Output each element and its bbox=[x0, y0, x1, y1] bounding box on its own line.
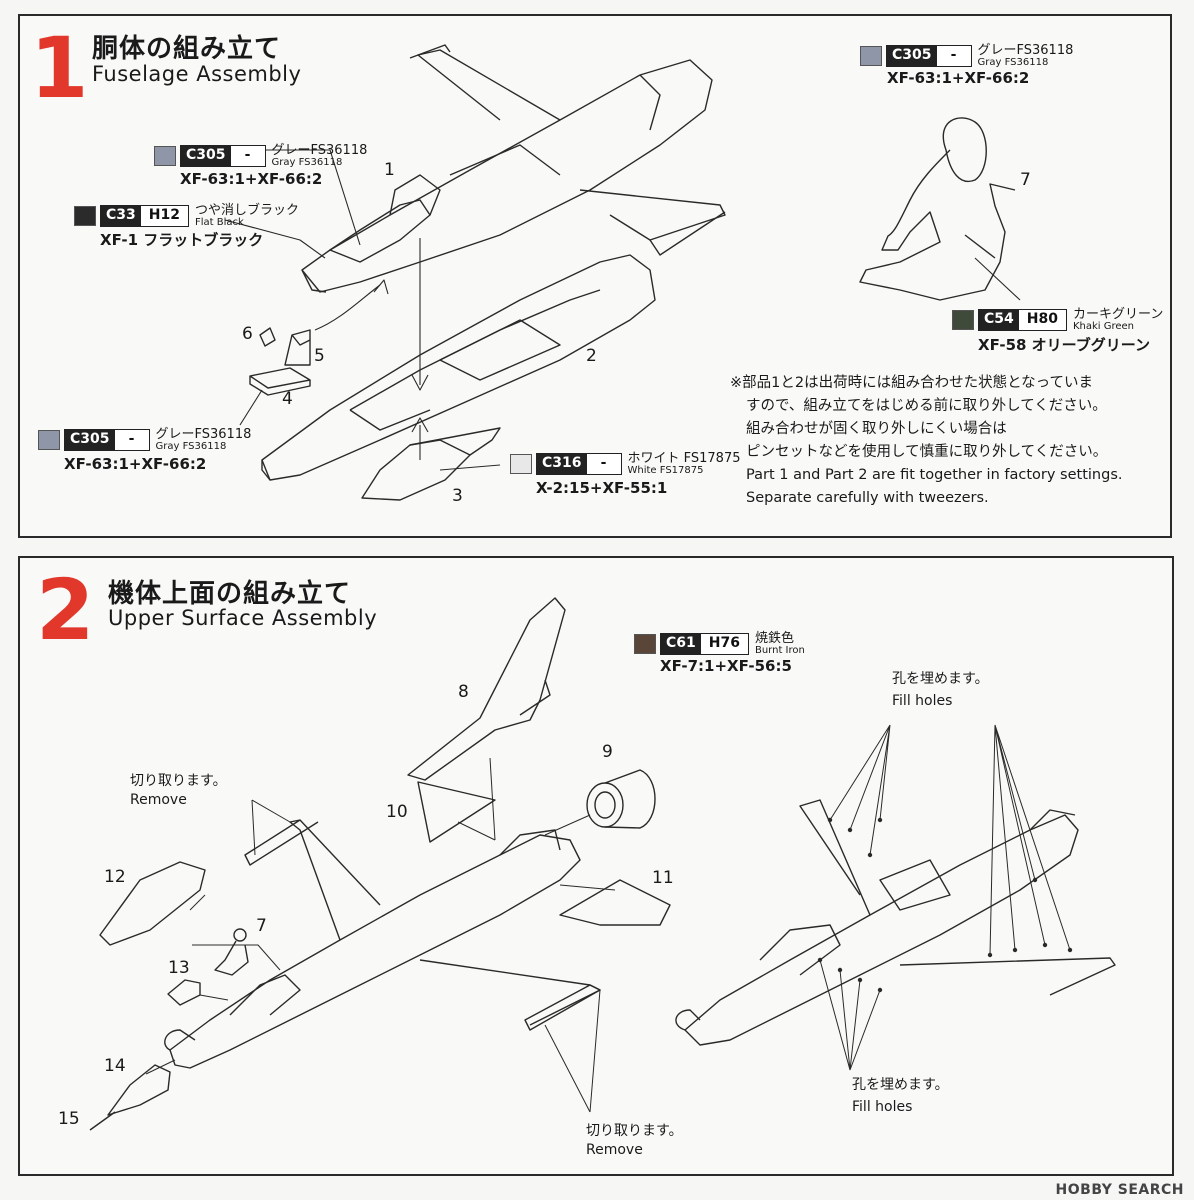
paint-code: C33 bbox=[101, 206, 141, 226]
step1-note: ※部品1と2は出荷時には組み合わせた状態となっていま すので、組み立てをはじめる… bbox=[730, 372, 1123, 510]
paint-mix: XF-63:1+XF-66:2 bbox=[887, 69, 1030, 87]
step2-panel bbox=[18, 556, 1174, 1176]
fill-holes-label-lower: 孔を埋めます。 Fill holes bbox=[852, 1076, 949, 1117]
step2-title-ja: 機体上面の組み立て bbox=[108, 579, 352, 609]
step1-number: 1 bbox=[30, 19, 89, 117]
remove-label-lower: 切り取ります。 Remove bbox=[586, 1122, 683, 1160]
part-number-11: 11 bbox=[652, 868, 674, 888]
part-number-6: 6 bbox=[242, 324, 253, 344]
part-number-8: 8 bbox=[458, 682, 469, 702]
part-number-4: 4 bbox=[282, 389, 293, 409]
paint-swatch bbox=[860, 46, 882, 66]
fill-holes-label-en: Fill holes bbox=[852, 1099, 913, 1115]
paint-code: C305 bbox=[181, 146, 231, 166]
remove-label-ja: 切り取ります。 bbox=[130, 773, 227, 789]
part-number-2: 2 bbox=[586, 346, 597, 366]
paint-swatch bbox=[38, 430, 60, 450]
paint-name-ja: グレーFS36118 bbox=[977, 43, 1074, 58]
paint-alt-code: H76 bbox=[700, 634, 748, 654]
part-number-7-step2: 7 bbox=[256, 916, 267, 936]
step2-number: 2 bbox=[36, 561, 95, 659]
part-number-12: 12 bbox=[104, 867, 126, 887]
paint-name-ja: 焼鉄色 bbox=[754, 631, 794, 646]
paint-name-en: Burnt Iron bbox=[754, 645, 805, 656]
remove-label-en: Remove bbox=[130, 792, 187, 808]
paint-swatch bbox=[510, 454, 532, 474]
paint-swatch bbox=[634, 634, 656, 654]
note-line-en: Part 1 and Part 2 are fit together in fa… bbox=[746, 467, 1123, 483]
part-number-13: 13 bbox=[168, 958, 190, 978]
paint-mix: X-2:15+XF-55:1 bbox=[536, 479, 668, 497]
note-line-ja: ピンセットなどを使用して慎重に取り外してください。 bbox=[746, 444, 1108, 460]
fill-holes-label-en: Fill holes bbox=[892, 693, 953, 709]
part-number-10: 10 bbox=[386, 802, 408, 822]
paint-alt-code: - bbox=[114, 430, 149, 450]
paint-alt-code: - bbox=[586, 454, 621, 474]
paint-swatch bbox=[952, 310, 974, 330]
part-number-1: 1 bbox=[384, 160, 395, 180]
paint-name-ja: ホワイト FS17875 bbox=[627, 451, 741, 466]
paint-alt-code: - bbox=[230, 146, 265, 166]
paint-name-ja: カーキグリーン bbox=[1072, 307, 1164, 322]
paint-name-ja: グレーFS36118 bbox=[155, 427, 252, 442]
paint-name-en: Gray FS36118 bbox=[977, 57, 1049, 68]
step1-title-ja: 胴体の組み立て bbox=[92, 34, 282, 64]
part-number-5: 5 bbox=[314, 346, 325, 366]
paint-mix: XF-63:1+XF-66:2 bbox=[64, 455, 207, 473]
paint-name-ja: つや消しブラック bbox=[194, 203, 299, 218]
paint-code: C54 bbox=[979, 310, 1019, 330]
step1-title-en: Fuselage Assembly bbox=[92, 62, 302, 86]
remove-label-en: Remove bbox=[586, 1142, 643, 1158]
fill-holes-label-ja: 孔を埋めます。 bbox=[892, 671, 989, 687]
fill-holes-label-ja: 孔を埋めます。 bbox=[852, 1077, 949, 1093]
note-line-ja: すので、組み立てをはじめる前に取り外してください。 bbox=[746, 398, 1107, 414]
watermark: HOBBY SEARCH bbox=[1055, 1182, 1184, 1198]
paint-name-ja: グレーFS36118 bbox=[271, 143, 368, 158]
paint-alt-code: H80 bbox=[1018, 310, 1066, 330]
paint-code: C316 bbox=[537, 454, 587, 474]
note-line-ja: 組み合わせが固く取り外しにくい場合は bbox=[746, 421, 1007, 437]
part-number-7: 7 bbox=[1020, 170, 1031, 190]
paint-swatch bbox=[154, 146, 176, 166]
paint-swatch bbox=[74, 206, 96, 226]
part-number-9: 9 bbox=[602, 742, 613, 762]
paint-alt-code: - bbox=[936, 46, 971, 66]
part-number-14: 14 bbox=[104, 1056, 126, 1076]
paint-name-en: Gray FS36118 bbox=[271, 157, 343, 168]
note-line-ja: ※部品1と2は出荷時には組み合わせた状態となっていま bbox=[730, 375, 1093, 391]
part-number-3: 3 bbox=[452, 486, 463, 506]
paint-mix: XF-58 オリーブグリーン bbox=[978, 336, 1151, 354]
step2-title-en: Upper Surface Assembly bbox=[108, 606, 378, 630]
part-number-15: 15 bbox=[58, 1109, 80, 1129]
paint-mix: XF-63:1+XF-66:2 bbox=[180, 170, 323, 188]
paint-code: C305 bbox=[887, 46, 937, 66]
fill-holes-label-upper: 孔を埋めます。 Fill holes bbox=[892, 670, 989, 711]
remove-label-ja: 切り取ります。 bbox=[586, 1123, 683, 1139]
remove-label-upper: 切り取ります。 Remove bbox=[130, 772, 227, 810]
paint-name-en: Gray FS36118 bbox=[155, 441, 227, 452]
paint-name-en: Flat Black bbox=[194, 217, 244, 228]
paint-alt-code: H12 bbox=[140, 206, 188, 226]
paint-code: C305 bbox=[65, 430, 115, 450]
paint-code: C61 bbox=[661, 634, 701, 654]
paint-name-en: Khaki Green bbox=[1072, 321, 1135, 332]
note-line-en: Separate carefully with tweezers. bbox=[746, 490, 989, 506]
paint-name-en: White FS17875 bbox=[627, 465, 704, 476]
paint-mix: XF-7:1+XF-56:5 bbox=[660, 657, 792, 675]
paint-mix: XF-1 フラットブラック bbox=[100, 231, 264, 249]
